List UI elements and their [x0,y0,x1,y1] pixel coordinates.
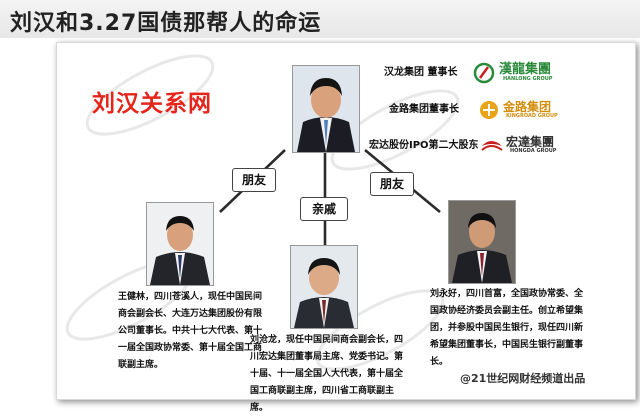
hongda-logo-text: 宏達集團 [506,135,555,149]
desc-liu-yonghao: 刘永好，四川首富，全国政协常委、全国政协经济委员会副主任。创立希望集团，并参股中… [430,289,584,367]
hanlong-logo-sub: HANLONG GROUP [503,76,553,82]
portrait-icon [147,203,213,285]
portrait-icon [291,246,357,328]
kinglu-emblem-icon [480,101,498,119]
portrait-icon [293,66,359,152]
kinglu-logo-text: 金路集团 [503,100,552,114]
role-kinglu: 金路集团董事长 [389,104,459,115]
photo-liu-yonghao [448,200,516,284]
role-hanlong: 汉龙集团 董事长 [384,67,458,78]
header-bar: 刘汉和3.27国债那帮人的命运 [0,0,640,38]
kinglu-logo: 金路集团 KINGROAD GROUP [478,99,564,121]
hanlong-logo: 漢龍集團 HANLONG GROUP [473,62,559,84]
role-hongda: 宏达股份IPO第二大股东 [369,140,479,151]
photo-liu-canglong [290,245,358,329]
page-title: 刘汉和3.27国债那帮人的命运 [10,11,322,36]
credit-text: @21世纪网财经频道出品 [460,372,586,385]
desc-liu-canglong: 刘沧龙，现任中国民间商会副会长，四川宏达集团董事局主席、党委书记。第十届、十一届… [250,335,404,413]
kinglu-logo-sub: KINGROAD GROUP [506,113,558,119]
hongda-logo: 宏達集團 HONGDA GROUP [480,134,566,156]
network-title: 刘汉关系网 [92,91,212,117]
hanlong-logo-text: 漢龍集團 [499,62,552,77]
relation-label-middle: 亲戚 [300,197,348,221]
hanlong-emblem-icon [473,62,495,84]
desc-wang-jianlin: 王健林，四川苍溪人，现任中国民间商会副会长、大连万达集团股份有限公司董事长。中共… [118,292,263,370]
portrait-icon [449,201,515,283]
hongda-logo-sub: HONGDA GROUP [510,148,557,154]
relation-label-right: 朋友 [370,172,414,196]
photo-liu-han [292,65,360,153]
hongda-emblem-icon [481,141,503,151]
photo-wang-jianlin [146,202,214,286]
relation-label-left: 朋友 [232,168,276,192]
